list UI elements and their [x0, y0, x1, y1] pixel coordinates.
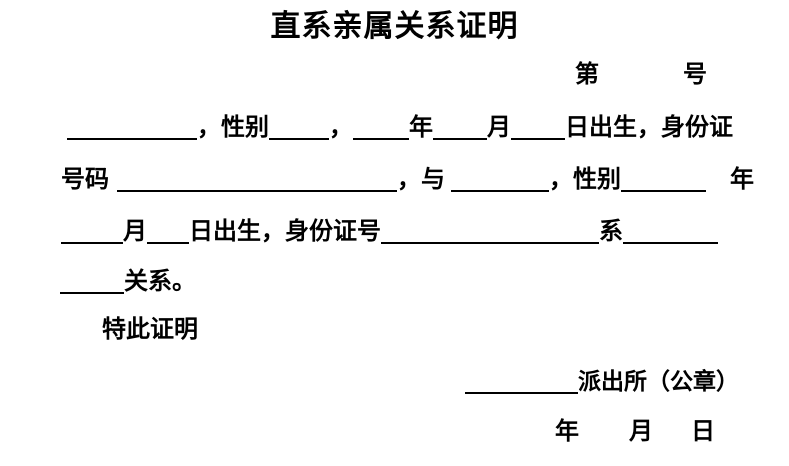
person1-birth-year-blank: [353, 114, 409, 140]
police-station-name-blank: [465, 369, 578, 394]
gender-label-2: ，性别: [549, 167, 621, 193]
comma-1: ，: [329, 115, 353, 141]
person2-gender-blank: [621, 166, 706, 192]
date-month-label: 月: [629, 419, 653, 445]
spacer: [109, 186, 117, 187]
doc-number-suffix: 号: [683, 62, 707, 88]
date-line: 年月日: [555, 420, 715, 444]
id-number-label: 号码: [61, 167, 109, 193]
month-label-1: 月: [487, 115, 511, 141]
station-signature-line: 派出所（公章）: [465, 369, 739, 394]
relationship-blank-1: [623, 218, 718, 244]
spacer: [653, 438, 691, 439]
person2-name-blank: [451, 166, 549, 192]
closing-text: 特此证明: [102, 317, 198, 343]
date-year-label: 年: [555, 419, 579, 445]
page-title: 直系亲属关系证明: [0, 12, 789, 42]
body-line-3: 月 日出生，身份证号 系: [61, 218, 718, 244]
person2-id-number-blank: [381, 218, 599, 244]
month-label-2: 月: [123, 219, 147, 245]
closing-statement: 特此证明: [102, 318, 198, 342]
relationship-blank-2: [60, 268, 124, 294]
spacer: [706, 186, 730, 187]
gender-label-1: ，性别: [197, 115, 269, 141]
born-id-label-2: 日出生，身份证号: [189, 219, 381, 245]
date-day-label: 日: [691, 419, 715, 445]
person2-birth-month-blank: [61, 218, 123, 244]
title-text: 直系亲属关系证明: [270, 10, 519, 43]
body-line-4: 关系。: [60, 268, 196, 294]
year-label-1: 年: [409, 115, 433, 141]
born-id-label-1: 日出生，身份证: [565, 115, 733, 141]
person1-gender-blank: [269, 114, 329, 140]
person1-name-blank: [67, 114, 197, 140]
relationship-label: 关系。: [124, 269, 196, 295]
body-line-1: ，性别 ， 年 月 日出生，身份证: [67, 114, 733, 140]
person1-id-number-blank: [117, 166, 397, 192]
station-seal-label: 派出所（公章）: [578, 369, 739, 394]
relation-verb-label: 系: [599, 219, 623, 245]
person2-birth-day-blank: [147, 218, 189, 244]
doc-number-gap: [599, 81, 683, 82]
year-label-2: 年: [730, 167, 754, 193]
doc-number-line: 第号: [575, 63, 707, 87]
person1-birth-month-blank: [433, 114, 487, 140]
spacer: [579, 438, 629, 439]
body-line-2: 号码 ，与 ，性别 年: [61, 166, 754, 192]
doc-number-prefix: 第: [575, 62, 599, 88]
with-label: ，与: [397, 167, 445, 193]
person1-birth-day-blank: [511, 114, 565, 140]
